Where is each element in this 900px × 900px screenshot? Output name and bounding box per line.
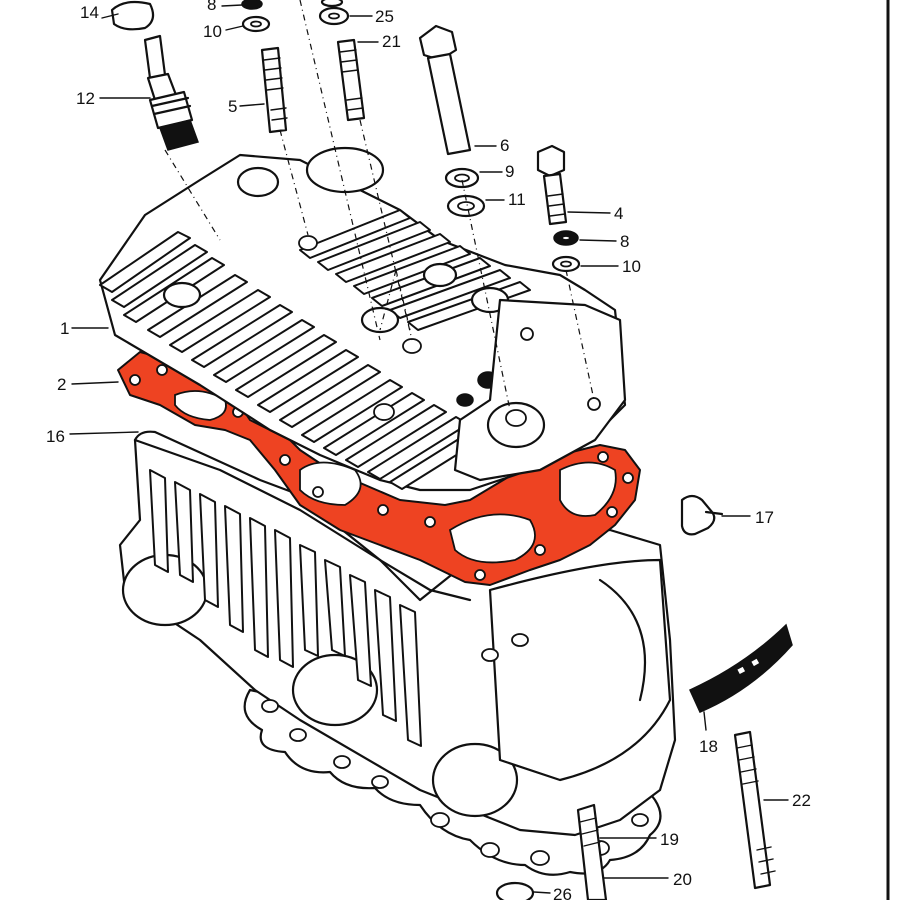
- callout-12: 12: [76, 89, 95, 108]
- callout-21: 21: [382, 32, 401, 51]
- callout-6: 6: [500, 136, 509, 155]
- stud-19: [576, 803, 608, 900]
- plug-cap-14: [110, 0, 155, 31]
- callout-22: 22: [792, 791, 811, 810]
- bolt-6: [418, 24, 472, 156]
- callout-1: 1: [60, 319, 69, 338]
- callout-10-top: 10: [203, 22, 222, 41]
- callout-16: 16: [46, 427, 65, 446]
- callout-26: 26: [553, 885, 572, 900]
- cylinder-head: [98, 146, 627, 492]
- callout-19: 19: [660, 830, 679, 849]
- leader-lines: [69, 4, 789, 894]
- assembly-axes: [164, 0, 595, 411]
- callout-18: 18: [699, 737, 718, 756]
- fitting-17: [680, 494, 724, 536]
- head-gasket: [117, 351, 641, 586]
- head-fins: [99, 209, 531, 490]
- stud-21: [336, 38, 366, 122]
- gasket-strip-18: [689, 623, 793, 713]
- callout-labels: 14 8 10 25 21 12 5 6 9 11 4 8 10 1 2 16 …: [46, 0, 811, 900]
- block-fins: [149, 469, 422, 747]
- callout-8-top: 8: [207, 0, 216, 14]
- washers: [241, 0, 581, 273]
- callout-11: 11: [508, 190, 526, 209]
- callout-14: 14: [80, 3, 99, 22]
- callout-5: 5: [228, 97, 237, 116]
- callout-25: 25: [375, 7, 394, 26]
- callout-8-right: 8: [620, 232, 629, 251]
- nut-26: [495, 881, 535, 900]
- callout-17: 17: [755, 508, 774, 527]
- callout-20: 20: [673, 870, 692, 889]
- bolt-4: [536, 144, 568, 226]
- callout-2: 2: [57, 375, 66, 394]
- spark-plug: [143, 34, 199, 151]
- stud-22: [733, 730, 776, 890]
- stud-5: [260, 46, 288, 134]
- callout-10-right: 10: [622, 257, 641, 276]
- callout-4: 4: [614, 204, 623, 223]
- callout-9: 9: [505, 162, 514, 181]
